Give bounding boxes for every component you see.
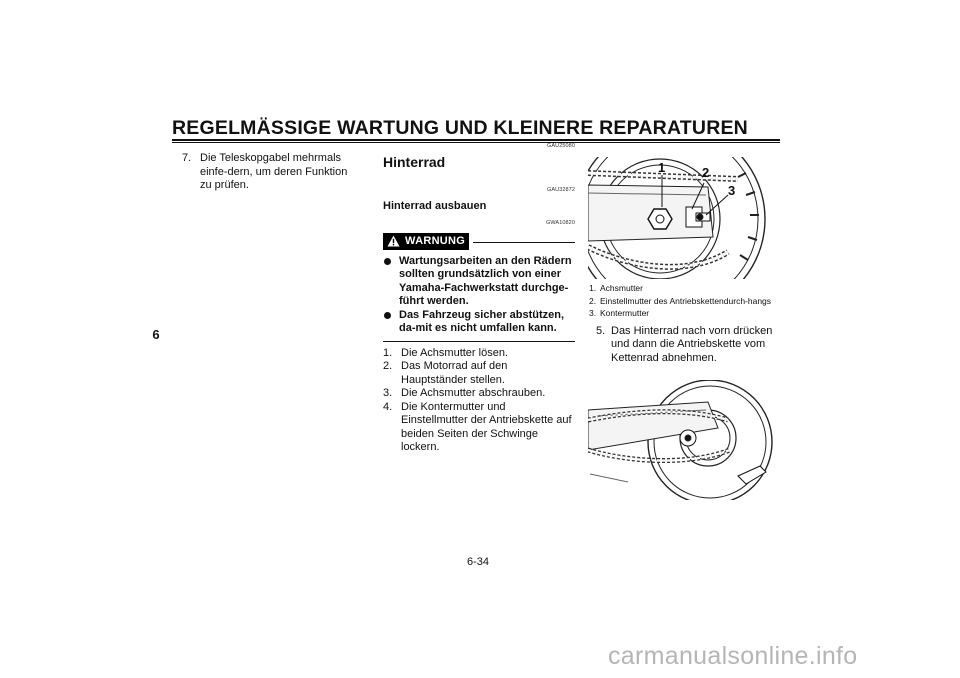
figure-label-2: 2 — [702, 165, 710, 180]
step-text: Die Kontermutter und Einstellmutter der … — [401, 400, 572, 454]
warning-rule — [473, 241, 575, 243]
step-number: 2. — [383, 360, 393, 372]
warning-text: Das Fahrzeug sicher abstützen, da-mit es… — [399, 308, 565, 335]
page-number: 6-34 — [466, 556, 490, 568]
reference-code: GWA10820 — [545, 220, 575, 226]
caption-text: Kontermutter — [600, 308, 650, 318]
step-7: 7. Die Teleskopgabel mehrmals einfe-dern… — [182, 152, 362, 193]
caption-number: 3. — [589, 308, 597, 318]
step-text: Die Achsmutter abschrauben. — [401, 387, 546, 399]
step-5: 5. Das Hinterrad nach vorn drücken und d… — [589, 325, 781, 366]
column-left: 7. Die Teleskopgabel mehrmals einfe-dern… — [182, 152, 362, 193]
warning-item: Das Fahrzeug sicher abstützen, da-mit es… — [383, 309, 575, 336]
step-number: 3. — [383, 387, 393, 399]
step-text: Das Motorrad auf den Hauptständer stelle… — [401, 360, 508, 386]
step-text: Das Hinterrad nach vorn drücken und dann… — [611, 324, 773, 364]
warning-triangle-icon — [387, 235, 400, 246]
step-number: 4. — [383, 400, 393, 413]
caption-item: 3. Kontermutter — [589, 308, 781, 319]
step-text: Die Achsmutter lösen. — [401, 346, 508, 359]
step-text: Die Teleskopgabel mehrmals einfe-dern, u… — [200, 152, 348, 191]
reference-code: GAU32872 — [546, 187, 575, 193]
header-rule-thin — [172, 142, 780, 143]
column-right: 1. Achsmutter 2. Einstellmutter des Antr… — [589, 283, 781, 365]
warning-label: WARNUNG — [405, 234, 466, 247]
warning-end-rule — [383, 340, 575, 342]
warning-header: WARNUNG — [383, 232, 575, 252]
bullet-icon — [384, 311, 391, 319]
page-header-title: REGELMÄSSIGE WARTUNG UND KLEINERE REPARA… — [172, 117, 748, 139]
step-number: 5. — [596, 324, 606, 337]
reference-code: GAU25080 — [546, 143, 575, 149]
header-rule — [172, 139, 780, 141]
step-2: 2. Das Motorrad auf den Hauptständer ste… — [383, 360, 575, 387]
subsection-title: Hinterrad ausbauen — [383, 199, 487, 212]
caption-number: 2. — [589, 295, 597, 306]
step-number: 1. — [383, 346, 393, 359]
step-4: 4. Die Kontermutter und Einstellmutter d… — [383, 401, 575, 455]
figure-label-1: 1 — [658, 160, 666, 175]
warning-item: Wartungsarbeiten an den Rädern sollten g… — [383, 255, 575, 309]
caption-item: 1. Achsmutter — [589, 283, 781, 294]
watermark: carmanualsonline.info — [608, 642, 858, 670]
caption-item: 2. Einstellmutter des Antriebskettendurc… — [589, 296, 781, 307]
figure-caption-list: 1. Achsmutter 2. Einstellmutter des Antr… — [589, 283, 781, 319]
column-middle: GAU25080 Hinterrad GAU32872 Hinterrad au… — [383, 140, 575, 455]
bullet-icon — [384, 257, 391, 265]
chapter-tab: 6 — [152, 327, 160, 342]
step-3: 3. Die Achsmutter abschrauben. — [383, 387, 575, 401]
warning-badge: WARNUNG — [383, 232, 469, 250]
figure-chain-removal — [588, 380, 780, 500]
caption-text: Achsmutter — [600, 283, 643, 293]
section-title: Hinterrad — [383, 153, 446, 170]
chain-removal-illustration — [588, 380, 773, 500]
rear-axle-illustration — [588, 157, 766, 279]
caption-text: Einstellmutter des Antriebskettendurch-h… — [600, 295, 772, 306]
step-1: 1. Die Achsmutter lösen. — [383, 347, 575, 361]
caption-number: 1. — [589, 283, 597, 293]
warning-list: Wartungsarbeiten an den Rädern sollten g… — [383, 255, 575, 336]
step-number: 7. — [182, 152, 192, 164]
warning-text: Wartungsarbeiten an den Rädern sollten g… — [399, 254, 572, 308]
figure-rear-axle: 1 2 3 — [588, 157, 780, 279]
figure-label-3: 3 — [728, 183, 736, 198]
